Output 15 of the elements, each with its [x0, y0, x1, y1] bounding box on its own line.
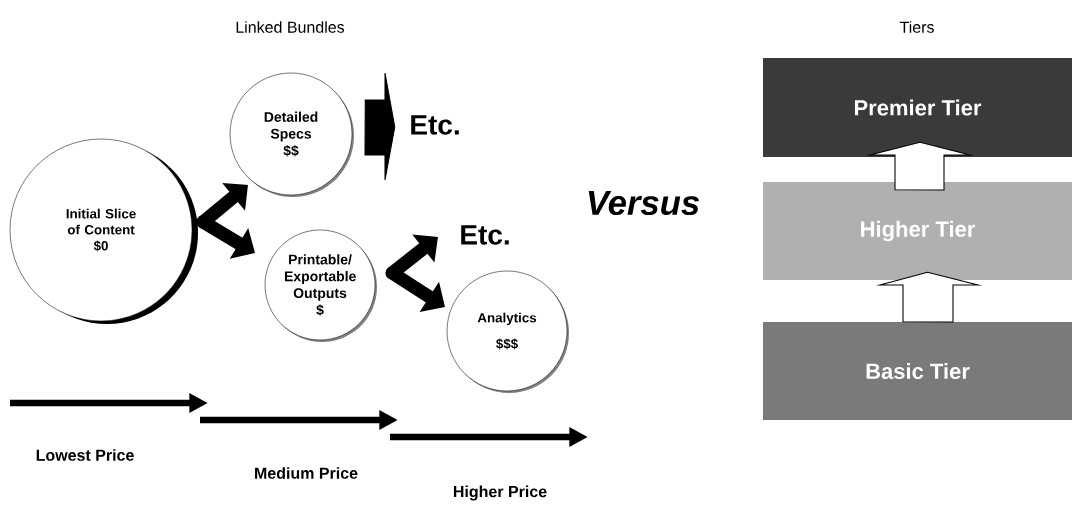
tier-box: Premier Tier	[763, 58, 1072, 157]
tier-box: Basic Tier	[763, 322, 1072, 420]
price-label: Lowest Price	[36, 449, 134, 461]
price-label: Higher Price	[453, 485, 547, 501]
heading: Tiers	[899, 21, 934, 33]
heading: Linked Bundles	[236, 21, 345, 33]
bent-arrow	[385, 234, 438, 280]
block-arrow	[875, 271, 983, 323]
versus-text: Versus	[588, 190, 699, 216]
price-label: Medium Price	[255, 467, 358, 479]
etc-text: Etc.	[461, 225, 509, 245]
tier-box: Higher Tier	[763, 182, 1072, 280]
etc-text: Etc.	[411, 115, 459, 135]
block-arrow	[865, 141, 975, 191]
block-arrow	[364, 72, 396, 181]
